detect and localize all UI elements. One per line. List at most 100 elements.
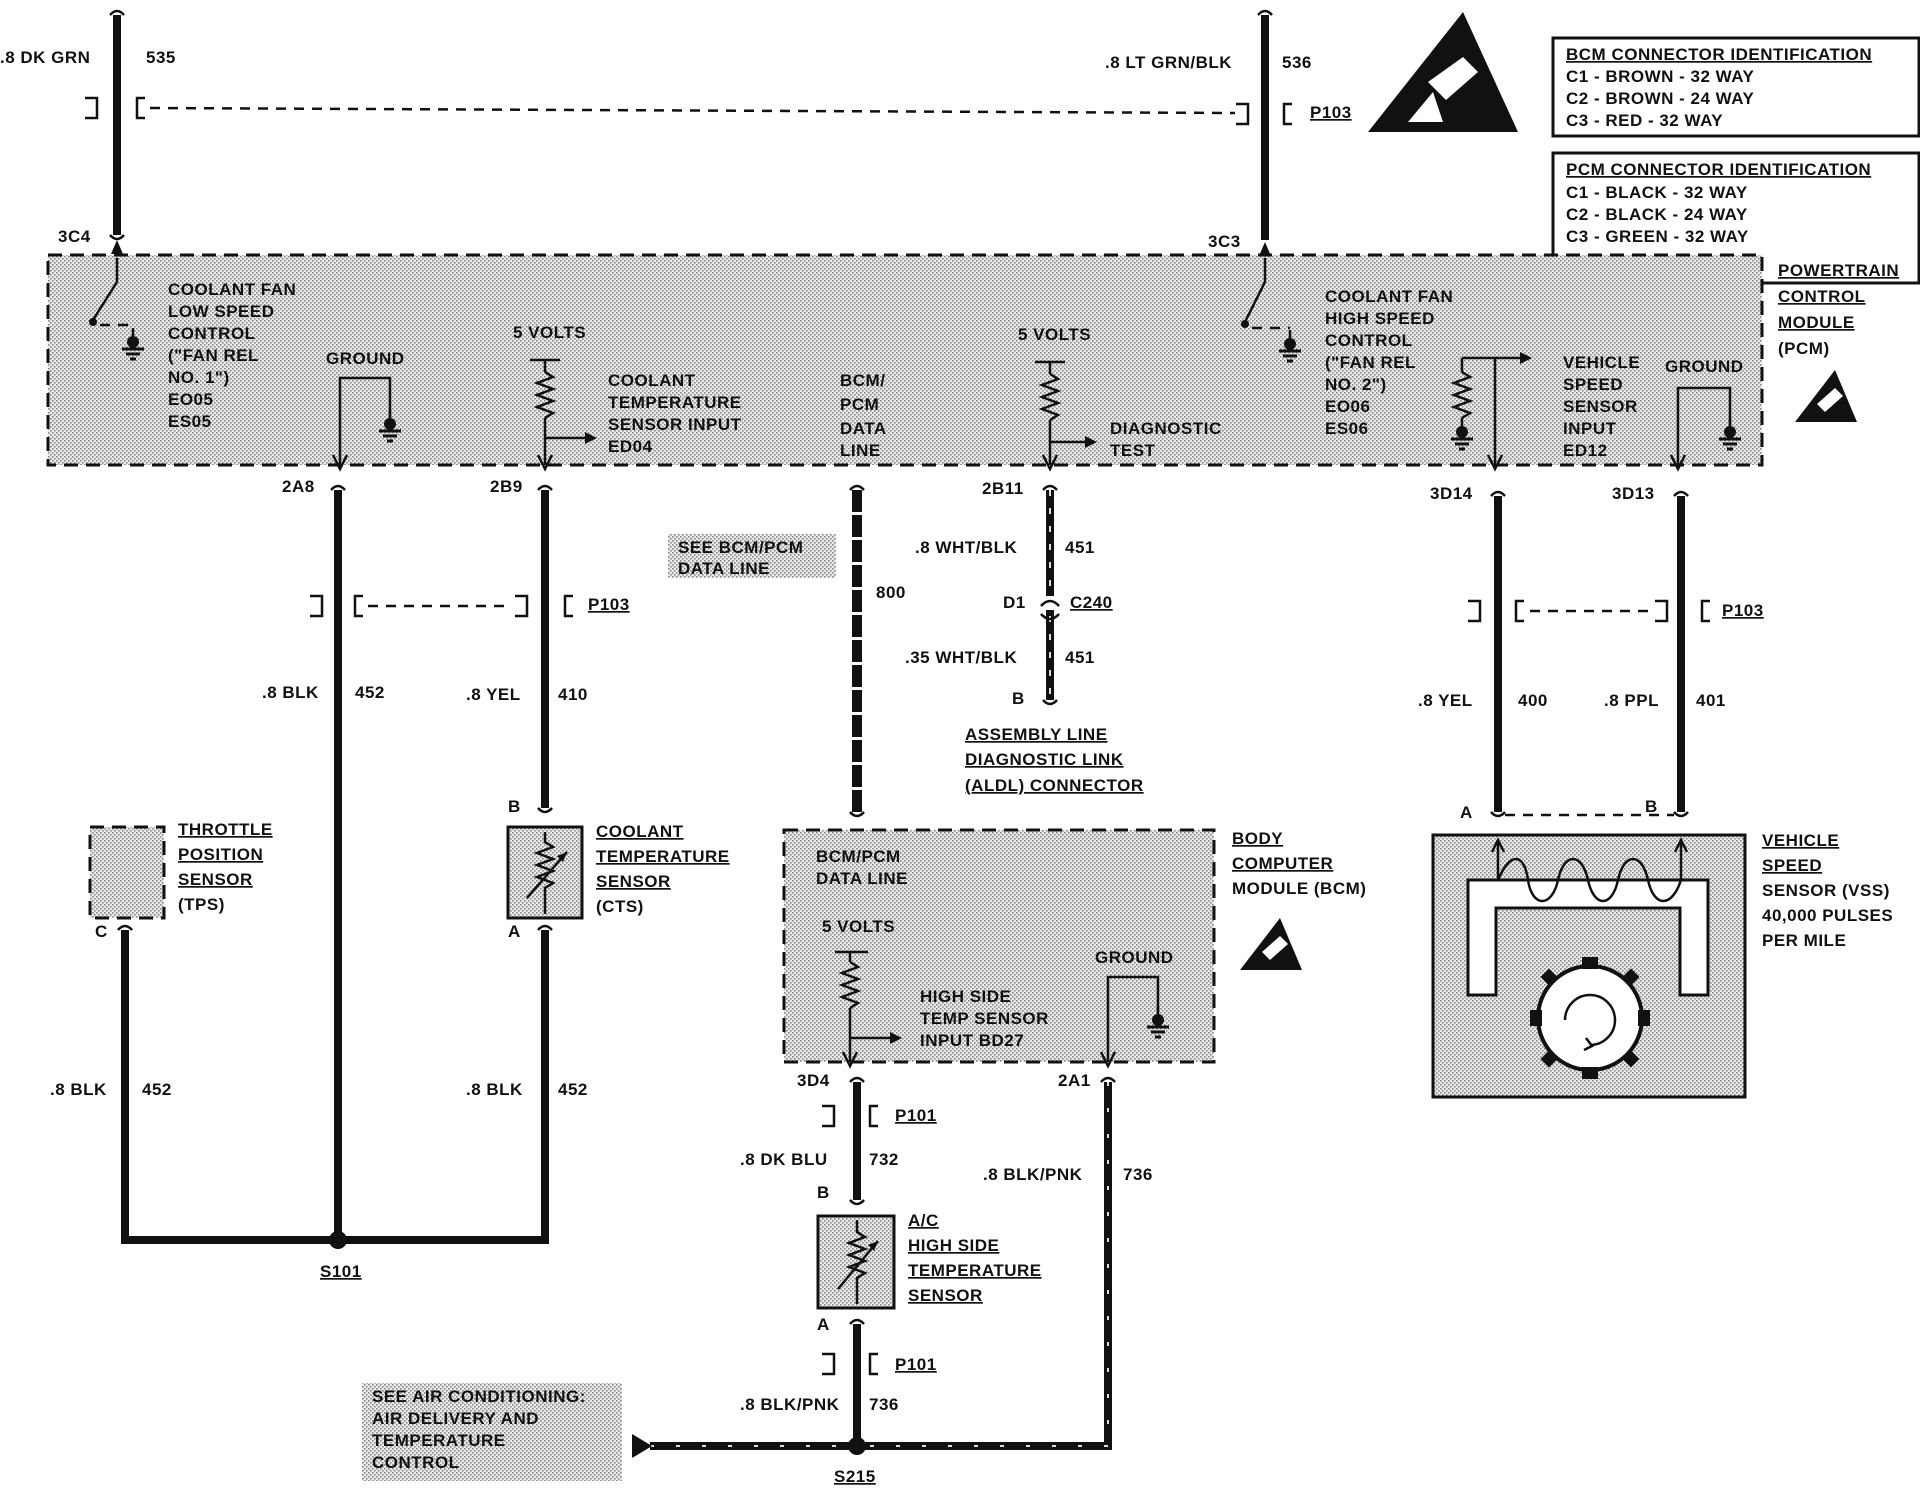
svg-text:(TPS): (TPS) [178, 895, 225, 914]
pin-a-vss: A [1460, 803, 1473, 822]
fan-low-label: COOLANT FAN LOW SPEED CONTROL ("FAN REL … [168, 280, 296, 431]
wire-452-number-3: 452 [558, 1080, 588, 1099]
svg-text:HIGH SIDE: HIGH SIDE [908, 1236, 999, 1255]
connector-p103-label: P103 [1722, 601, 1764, 620]
pin-2a1: 2A1 [1058, 1071, 1091, 1090]
svg-text:SENSOR INPUT: SENSOR INPUT [608, 415, 742, 434]
coolant-temperature-sensor: B COOLANT TEMPERATURE SENSOR (CTS) A [506, 797, 730, 941]
svg-text:SENSOR: SENSOR [178, 870, 253, 889]
bcm-data-line-label: DATA LINE [816, 869, 908, 888]
pcm-connector-id-title: PCM CONNECTOR IDENTIFICATION [1566, 160, 1871, 179]
svg-text:MODULE: MODULE [1778, 313, 1855, 332]
pin-d1: D1 [1003, 593, 1026, 612]
pcm-ground-1 [331, 376, 403, 472]
diag-label: DIAGNOSTIC TEST [1110, 419, 1222, 460]
svg-text:TEMPERATURE: TEMPERATURE [908, 1261, 1042, 1280]
esd-warning-icon [1795, 370, 1857, 422]
svg-text:VEHICLE: VEHICLE [1563, 353, 1640, 372]
svg-text:SPEED: SPEED [1762, 856, 1822, 875]
pin-3c3: 3C3 [1208, 232, 1241, 251]
svg-text:HIGH SIDE: HIGH SIDE [920, 987, 1011, 1006]
wire-400-number: 400 [1518, 691, 1548, 710]
svg-text:SENSOR: SENSOR [908, 1286, 983, 1305]
connector-p103-left: P103 [310, 594, 630, 618]
svg-text:ASSEMBLY LINE: ASSEMBLY LINE [965, 725, 1108, 744]
wire-736-color: .8 BLK/PNK [740, 1395, 840, 1414]
pcm-module: POWERTRAIN CONTROL MODULE (PCM) COOLANT … [46, 240, 1899, 472]
svg-text:TEMPERATURE: TEMPERATURE [608, 393, 742, 412]
wire-536-color: .8 LT GRN/BLK [1105, 53, 1232, 72]
wire-401-number: 401 [1696, 691, 1726, 710]
bcm-ground-label: GROUND [1095, 948, 1174, 967]
svg-text:SENSOR (VSS): SENSOR (VSS) [1762, 881, 1890, 900]
svg-text:AIR DELIVERY AND: AIR DELIVERY AND [372, 1409, 539, 1428]
svg-text:SENSOR: SENSOR [596, 872, 671, 891]
svg-text:SPEED: SPEED [1563, 375, 1623, 394]
bcm-connector-id-title: BCM CONNECTOR IDENTIFICATION [1566, 45, 1872, 64]
svg-text:ED12: ED12 [1563, 441, 1608, 460]
wire-401: .8 PPL 401 [1604, 490, 1726, 818]
aldl-connector-label: ASSEMBLY LINE DIAGNOSTIC LINK (ALDL) CON… [965, 725, 1143, 795]
pin-2b11: 2B11 [982, 479, 1024, 498]
vehicle-speed-sensor: A B VEHICLE SPEED SENSOR (VSS) 40,000 P [1431, 797, 1893, 1099]
svg-text:S101: S101 [320, 1262, 362, 1281]
wire-451-color-2: .35 WHT/BLK [905, 648, 1017, 667]
wire-410: .8 YEL 410 [466, 484, 588, 808]
wire-535-number: 535 [146, 48, 176, 67]
pcm-data-line-label: BCM/ PCM DATA LINE [840, 371, 887, 460]
pin-2b9: 2B9 [490, 477, 523, 496]
wire-452-color: .8 BLK [262, 683, 319, 702]
svg-text:A/C: A/C [908, 1211, 939, 1230]
pcm-ground-2 [1669, 386, 1743, 472]
svg-text:TEMPERATURE: TEMPERATURE [596, 847, 730, 866]
splice-s101: S101 [320, 1231, 362, 1281]
wire-732-number: 732 [869, 1150, 899, 1169]
wire-800-data-line: 800 [849, 484, 906, 818]
svg-text:CONTROL: CONTROL [1325, 331, 1413, 350]
svg-text:PCM: PCM [840, 395, 879, 414]
fan-high-label: COOLANT FAN HIGH SPEED CONTROL ("FAN REL… [1325, 287, 1453, 438]
fan-low-switch [89, 240, 146, 361]
wire-452-cts: .8 BLK 452 [338, 930, 588, 1244]
wire-452-main: .8 BLK 452 [262, 484, 384, 1240]
connector-p101-lower: P101 [822, 1352, 936, 1376]
body-computer-module: BODY COMPUTER MODULE (BCM) BCM/PCM DATA … [782, 828, 1366, 1069]
pin-3d14: 3D14 [1430, 484, 1473, 503]
pcm-name: POWERTRAIN CONTROL MODULE (PCM) [1778, 261, 1899, 358]
bcm-name: MODULE (BCM) [1232, 879, 1366, 898]
svg-text:("FAN REL: ("FAN REL [168, 346, 259, 365]
wire-732: .8 DK BLU 732 B [740, 1076, 899, 1206]
svg-text:SEE BCM/PCM: SEE BCM/PCM [678, 538, 803, 557]
svg-text:INPUT: INPUT [1563, 419, 1617, 438]
svg-text:(PCM): (PCM) [1778, 339, 1830, 358]
bcm-name: COMPUTER [1232, 854, 1333, 873]
svg-text:BCM/: BCM/ [840, 371, 885, 390]
wire-410-number: 410 [558, 685, 588, 704]
svg-text:COOLANT FAN: COOLANT FAN [1325, 287, 1453, 306]
connector-c240: C240 [1070, 593, 1113, 612]
svg-text:NO. 1"): NO. 1") [168, 368, 230, 387]
svg-text:TEMP SENSOR: TEMP SENSOR [920, 1009, 1049, 1028]
wire-410-color: .8 YEL [466, 685, 521, 704]
vss-input-label: VEHICLE SPEED SENSOR INPUT ED12 [1563, 353, 1640, 460]
see-bcm-pcm-ref: SEE BCM/PCM DATA LINE [668, 534, 836, 578]
wire-452-color-2: .8 BLK [50, 1080, 107, 1099]
svg-text:("FAN REL: ("FAN REL [1325, 353, 1416, 372]
wire-536: .8 LT GRN/BLK 536 3C3 [1105, 9, 1311, 251]
ac-high-side-temp-sensor: A/C HIGH SIDE TEMPERATURE SENSOR A [816, 1211, 1042, 1334]
wire-400-color: .8 YEL [1418, 691, 1473, 710]
connector-p101-upper: P101 [822, 1104, 936, 1128]
connector-p103-label: P103 [588, 595, 630, 614]
wire-800-number: 800 [876, 583, 906, 602]
esd-warning-icon [1240, 918, 1302, 970]
svg-text:DATA: DATA [840, 419, 887, 438]
wire-736-color-2: .8 BLK/PNK [983, 1165, 1083, 1184]
svg-text:POSITION: POSITION [178, 845, 263, 864]
wire-736-sensor: .8 BLK/PNK 736 [740, 1318, 898, 1446]
pcm-5v-label-2: 5 VOLTS [1018, 325, 1091, 344]
pin-b-cts: B [508, 797, 521, 816]
pin-b-aldl: B [1012, 689, 1025, 708]
svg-text:DIAGNOSTIC: DIAGNOSTIC [1110, 419, 1222, 438]
pin-b-vss: B [1645, 797, 1658, 816]
svg-text:DATA LINE: DATA LINE [678, 559, 770, 578]
